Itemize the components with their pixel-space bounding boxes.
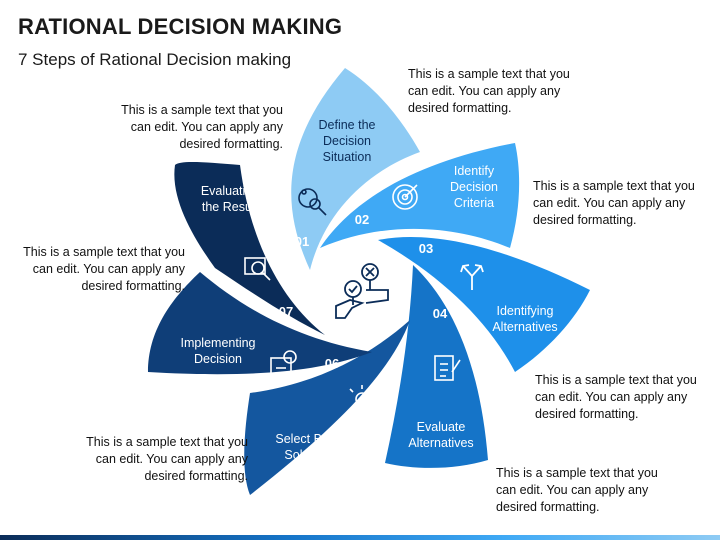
bottom-accent-bar [0, 535, 720, 540]
checklist-icon [434, 355, 461, 381]
decision-hand-icon [335, 263, 389, 319]
step-01-blade [291, 68, 420, 270]
note-step-02: This is a sample text that you can edit.… [408, 67, 570, 115]
blueprint-gear-icon [270, 350, 297, 377]
hand-idea-icon [349, 385, 377, 413]
note-step-07: This is a sample text that you can edit.… [23, 245, 185, 293]
magnifier-gear-icon [298, 188, 327, 216]
step-06-number: 06 [325, 356, 339, 371]
step-02-number: 02 [355, 212, 369, 227]
step-07-blade [174, 161, 325, 335]
step-04-number: 04 [433, 306, 448, 321]
step-05-blade [244, 320, 410, 495]
split-arrows-icon [460, 264, 484, 290]
note-step-01: This is a sample text that you can edit.… [121, 103, 283, 151]
step-01-number: 01 [295, 234, 309, 249]
note-step-03: This is a sample text that you can edit.… [533, 179, 695, 227]
step-06-blade [148, 272, 372, 375]
step-05-number: 05 [388, 360, 402, 375]
page-title: RATIONAL DECISION MAKING [18, 14, 343, 39]
step-07-number: 07 [279, 304, 293, 319]
step-03-number: 03 [419, 241, 433, 256]
target-icon [392, 184, 418, 210]
note-step-05: This is a sample text that you can edit.… [496, 466, 658, 514]
note-step-04: This is a sample text that you can edit.… [535, 373, 697, 421]
note-step-06: This is a sample text that you can edit.… [86, 435, 248, 483]
page-subtitle: 7 Steps of Rational Decision making [18, 50, 292, 69]
chart-magnifier-icon [244, 257, 271, 281]
step-03-blade [378, 237, 590, 372]
step-02-blade [320, 143, 520, 248]
step-04-blade [385, 265, 488, 468]
